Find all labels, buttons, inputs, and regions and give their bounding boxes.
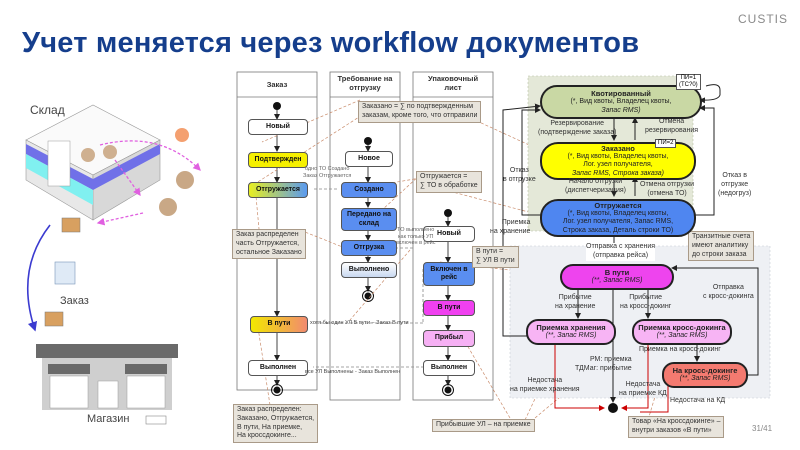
note-crossdock-goods: Товар «На кроссдокинге» – внутри заказов… (628, 416, 725, 438)
note-order-partial: Заказ распределен часть Отгружается, ост… (232, 229, 306, 260)
state-in-transit-name: В пути (604, 268, 630, 278)
req-state-completed: Выполнено (341, 262, 397, 278)
state-in-transit-attrs: (**, Запас RMS) (591, 277, 643, 285)
state-shipping-attrs2: Строка заказа, Деталь строки ТО) (562, 226, 674, 234)
lane-header-packing: Упаковочный лист (427, 74, 479, 92)
transition-refuse-right: Отказ в отгрузке (недогруз) (718, 172, 752, 197)
state-at-crossdock-name: На кросс-докинге (672, 366, 738, 376)
warehouse-label: Склад (30, 103, 65, 117)
pack-state-new: Новый (423, 226, 475, 242)
transition-arrive-crossdock: Прибытие на кросс-докинг (620, 294, 672, 310)
note-in-transit-sum: В пути = ∑ УЛ В пути (472, 246, 519, 268)
req-state-shipment: Отгрузка (341, 240, 397, 256)
pack-state-arrived: Прибыл (423, 330, 475, 347)
state-quoted-attrs2: Запас RMS) (601, 106, 641, 114)
store-label: Магазин (87, 413, 130, 425)
note-transit-accounts: Транзитные счета имеют аналитику до стро… (688, 231, 755, 262)
transition-cancel-shipping: Отмена отгрузки (отмена ТО) (640, 181, 695, 197)
state-crossdock-receiving-attrs: (**, Запас RMS) (656, 332, 708, 340)
req-state-transferred: Передано на склад (341, 208, 397, 231)
transition-cancel-reserve: Отмена резервирования (645, 118, 699, 134)
order-state-in-transit: В пути (250, 316, 308, 333)
state-crossdock-receiving: Приемка кросс-докинга (**, Запас RMS) (632, 319, 732, 345)
state-ordered: Заказано (*, Вид квоты, Владелец квоты, … (540, 142, 696, 180)
state-shipping: Отгружается (*, Вид квоты, Владелец квот… (540, 199, 696, 237)
state-ordered-attrs2: Запас RMS, Строка заказа) (572, 169, 664, 177)
badge-pi-1: ПИ=1 (ТС?0) (676, 74, 701, 91)
transition-shortage-kd-receive: Недостача на приемке КД (619, 381, 667, 397)
transition-shortage-storage: Недостача на приемке хранения (510, 377, 580, 393)
state-in-transit: В пути (**, Запас RMS) (560, 264, 674, 290)
annotation-at-least-one: хотя бы один УЛ В пути – Заказ В пути (310, 320, 409, 326)
pack-state-done: Выполнен (423, 360, 475, 376)
state-quoted-name: Квотированный (591, 89, 651, 99)
req-state-new: Новое (345, 151, 393, 167)
page-number: 31/41 (752, 424, 773, 433)
req-state-created: Создано (341, 182, 397, 198)
state-storage-receiving: Приемка хранения (**, Запас RMS) (526, 319, 616, 345)
state-shipping-name: Отгружается (594, 200, 642, 210)
transition-crossdock-receive: Приемка на кросс-докинг (639, 346, 721, 353)
annotation-one-to-created: одно ТО Создано Заказ Отгружается (303, 166, 352, 179)
state-at-crossdock-attrs: (**, Запас RMS) (679, 375, 731, 383)
badge-pi-2: ПИ=2 (655, 139, 677, 149)
lane-header-order: Заказ (266, 80, 288, 89)
transition-ship-from-storage: Отправка с хранения (отправка рейса) (586, 243, 656, 261)
note-ordered-sum: Заказано = ∑ по подтвержденным заказам, … (358, 101, 482, 123)
state-quoted: Квотированный (*, Вид квоты, Владелец кв… (540, 85, 702, 119)
order-state-new: Новый (248, 119, 308, 135)
state-ordered-name: Заказано (601, 143, 635, 153)
transition-reserve: Резервирование (подтверждение заказа) (538, 120, 617, 136)
transition-shortage-kd: Недостача на КД (670, 397, 726, 404)
transition-refuse-left: Отказ в отгрузке (503, 167, 536, 183)
annotation-to-done: ТО выполнено как только УП включен в рей… (396, 227, 436, 247)
pack-state-in-transit: В пути (423, 300, 475, 316)
note-shipping-sum: Отгружается = ∑ ТО в обработке (416, 171, 482, 193)
order-state-done: Выполнен (248, 360, 308, 376)
order-state-shipping: Отгружается (248, 182, 308, 198)
state-storage-receiving-name: Приемка хранения (536, 323, 606, 333)
state-quoted-attrs: (*, Вид квоты, Владелец квоты, (570, 98, 672, 106)
transition-start-shipping: Начало отгрузки (диспетчеризация) (565, 178, 626, 194)
note-arrived-receiving: Прибывшие УЛ – на приемке (432, 419, 535, 432)
state-crossdock-receiving-name: Приемка кросс-докинга (638, 323, 726, 333)
transition-arrive-storage: Прибытие на хранение (555, 294, 596, 310)
order-state-confirmed: Подтвержден (248, 152, 308, 168)
transition-send-from-crossdock: Отправка с кросс-докинга (703, 284, 754, 300)
state-storage-receiving-attrs: (**, Запас RMS) (545, 332, 597, 340)
pack-state-in-trip: Включен в рейс (423, 262, 475, 286)
state-shipping-attrs: (*, Вид квоты, Владелец квоты, Лог. узел… (562, 209, 674, 226)
state-at-crossdock: На кросс-докинге (**, Запас RMS) (662, 362, 748, 388)
order-label: Заказ (60, 295, 89, 307)
custis-logo: CUSTIS (737, 12, 788, 26)
lane-header-requirement: Требование на отгрузку (337, 74, 393, 92)
note-order-distributed: Заказ распределен: Заказано, Отгружается… (233, 404, 319, 443)
transition-receive-storage: Приемка на хранение (490, 219, 531, 235)
warehouse-illustration (25, 104, 201, 425)
annotation-all-done: все УЛ Выполнены - Заказ Выполнен (305, 369, 401, 375)
state-ordered-attrs: (*, Вид квоты, Владелец квоты, Лог. узел… (567, 152, 669, 169)
transition-rm-receive: РМ: приемка ТДМаг: прибытие (575, 356, 632, 372)
page-title: Учет меняется через workflow документов (22, 27, 640, 59)
